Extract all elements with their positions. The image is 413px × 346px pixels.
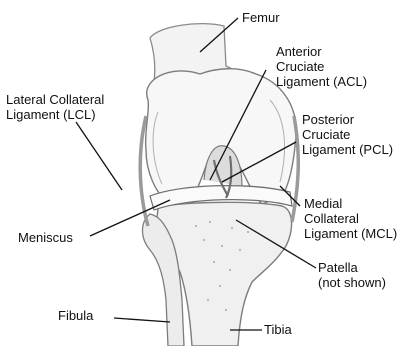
label-femur: Femur [242,10,280,25]
lcl-leader [76,122,122,190]
label-mcl: Medial Collateral Ligament (MCL) [304,196,397,241]
label-pcl: Posterior Cruciate Ligament (PCL) [302,112,393,157]
label-mcl-line-2: Collateral [304,211,397,226]
label-acl-line-3: Ligament (ACL) [276,74,367,89]
label-acl-line-2: Cruciate [276,59,367,74]
fibula-leader [114,318,170,322]
label-fibula: Fibula [58,308,93,323]
label-patella-line-2: (not shown) [318,275,386,290]
label-patella-line-1: Patella [318,260,386,275]
label-lcl: Lateral Collateral Ligament (LCL) [6,92,104,122]
label-pcl-line-3: Ligament (PCL) [302,142,393,157]
label-mcl-line-1: Medial [304,196,397,211]
label-acl-line-1: Anterior [276,44,367,59]
label-patella: Patella (not shown) [318,260,386,290]
label-pcl-line-2: Cruciate [302,127,393,142]
label-meniscus: Meniscus [18,230,73,245]
label-lcl-line-1: Lateral Collateral [6,92,104,107]
label-pcl-line-1: Posterior [302,112,393,127]
label-tibia: Tibia [264,322,292,337]
label-mcl-line-3: Ligament (MCL) [304,226,397,241]
label-acl: Anterior Cruciate Ligament (ACL) [276,44,367,89]
label-lcl-line-2: Ligament (LCL) [6,107,104,122]
